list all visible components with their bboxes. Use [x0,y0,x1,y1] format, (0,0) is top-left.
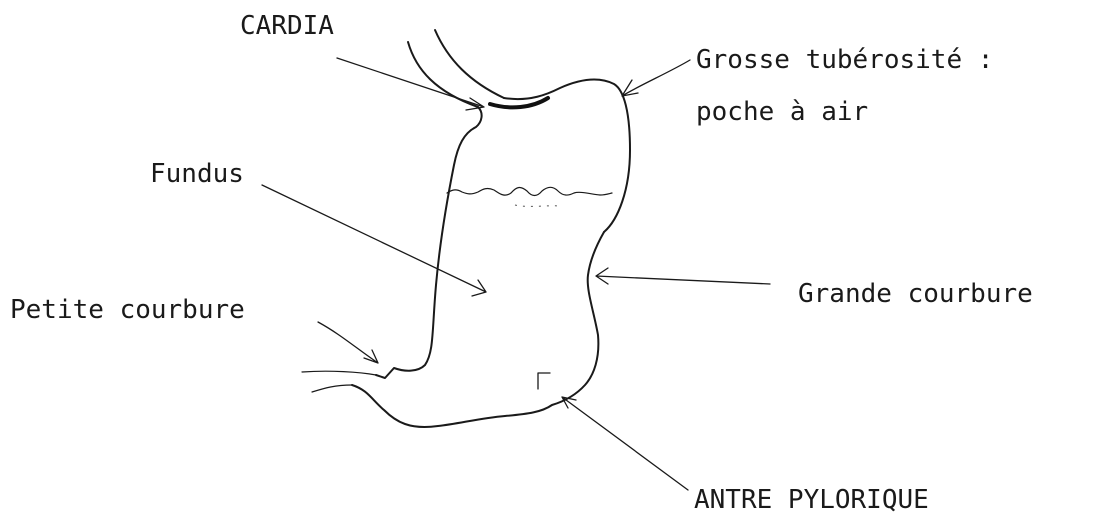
grande-courbure-label: Grande courbure [798,279,1033,309]
faint-dots-1 [515,205,560,206]
antre-pylorique-arrow [562,397,688,490]
cardia-arrow [337,58,484,110]
petite-courbure-label: Petite courbure [10,295,245,325]
arrows [262,58,770,490]
cardia-label: CARDIA [240,11,334,41]
grosse-tuberosite-label-line1: Grosse tubérosité : [696,45,993,75]
esophagus-right-wall [435,30,504,98]
pylorus-lower-line [312,385,352,392]
pylorus-upper-line [302,371,376,375]
grosse-tuberosite-label-line2: poche à air [696,97,868,127]
stomach-drawing [302,30,630,427]
lesser-curvature-wall [376,107,482,378]
fundus-arrow [262,185,486,296]
antre-pylorique-label: ANTRE PYLORIQUE [694,485,929,514]
antrum-corner-mark [538,373,550,389]
grande-courbure-arrow [596,268,770,284]
fundus-label: Fundus [150,159,244,189]
fundus-dome [504,80,630,232]
labels: CARDIA Grosse tubérosité : poche à air F… [10,11,1033,514]
grosse-tuberosite-arrow [622,60,690,96]
petite-courbure-arrow [318,322,378,363]
fluid-level [447,187,612,195]
